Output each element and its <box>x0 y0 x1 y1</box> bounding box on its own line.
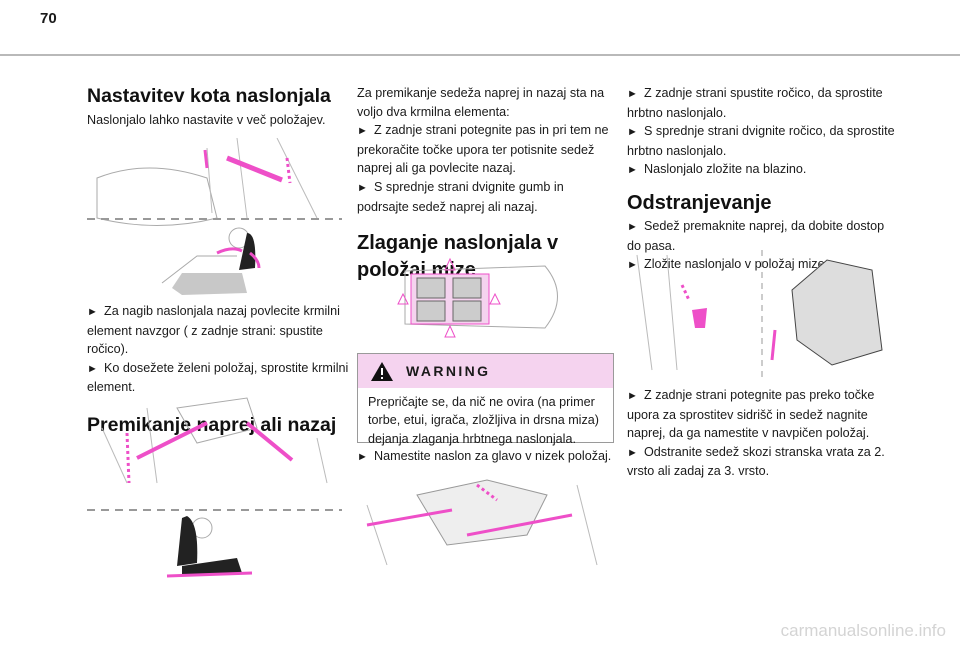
intro-text: Naslonjalo lahko nastavite v več položaj… <box>87 113 326 127</box>
warning-box: WARNING Prepričajte se, da nič ne ovira … <box>357 353 614 446</box>
header-divider <box>0 54 960 56</box>
warning-header: WARNING <box>358 354 613 388</box>
column-2: Za premikanje sedeža naprej in nazaj sta… <box>357 84 619 284</box>
step-text: Z zadnje strani potegnite pas preko točk… <box>627 386 897 443</box>
column-3-steps: Z zadnje strani potegnite pas preko točk… <box>627 386 897 481</box>
illustration-headrest-fold <box>366 479 598 566</box>
step-text: S sprednje strani dvignite gumb in podrs… <box>357 178 619 216</box>
step-text: Z zadnje strani spustite ročico, da spro… <box>627 84 897 122</box>
step-text: Sedež premaknite naprej, da dobite dosto… <box>627 217 897 255</box>
column-1-steps: Za nagib naslonjala nazaj povlecite krmi… <box>87 302 349 437</box>
illustration-car-top-view <box>397 257 558 338</box>
step-text: S sprednje strani dvignite ročico, da sp… <box>627 122 897 160</box>
step-text: Z zadnje strani potegnite pas in pri tem… <box>357 121 619 178</box>
column-2-after: Namestite naslon za glavo v nizek položa… <box>357 447 619 467</box>
section-title-removal: Odstranjevanje <box>627 191 772 214</box>
step-text: Za nagib naslonjala nazaj povlecite krmi… <box>87 302 349 359</box>
step-text: Naslonjalo zložite na blazino. <box>627 160 897 180</box>
illustration-backrest-angle <box>87 138 342 295</box>
section-title-forward-backward: Premikanje naprej ali nazaj <box>87 413 337 436</box>
intro-text: Za premikanje sedeža naprej in nazaj sta… <box>357 86 605 119</box>
step-text: Ko dosežete želeni položaj, sprostite kr… <box>87 359 349 397</box>
page-number: 70 <box>40 10 57 27</box>
column-1: Nastavitev kota naslonjala Naslonjalo la… <box>87 84 349 130</box>
warning-text: Prepričajte se, da nič ne ovira (na prim… <box>368 395 599 446</box>
column-3: Z zadnje strani spustite ročico, da spro… <box>627 84 897 275</box>
section-title-backrest-angle: Nastavitev kota naslonjala <box>87 85 331 107</box>
step-text: Namestite naslon za glavo v nizek položa… <box>357 447 619 467</box>
watermark: carmanualsonline.info <box>780 621 946 640</box>
warning-label: WARNING <box>406 363 491 379</box>
illustration-seat-slide <box>87 397 342 578</box>
warning-triangle-icon <box>371 361 393 381</box>
illustration-seat-removal <box>636 250 883 380</box>
step-text: Zložite naslonjalo v položaj mize. <box>627 255 897 275</box>
step-text: Odstranite sedež skozi stranska vrata za… <box>627 443 897 481</box>
